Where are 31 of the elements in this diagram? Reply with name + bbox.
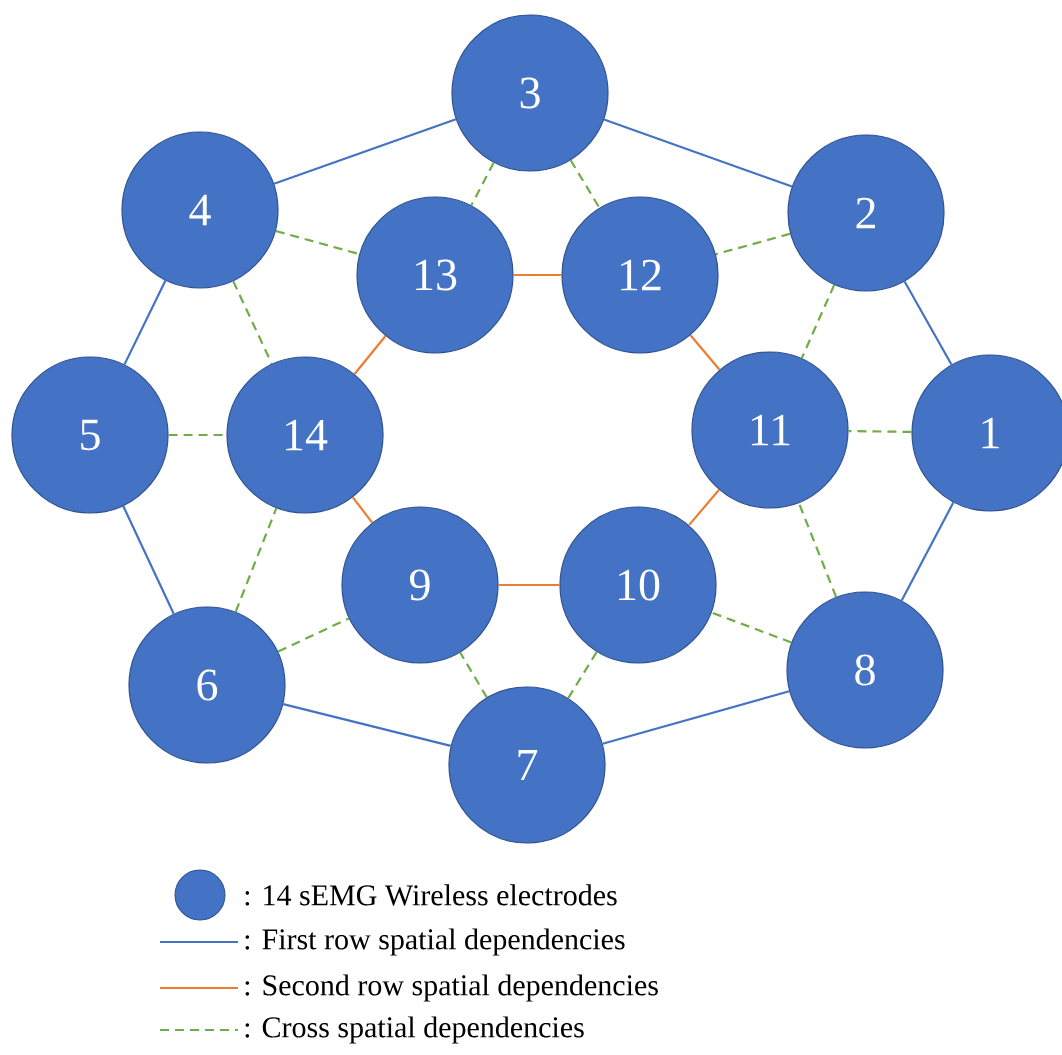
- connector-line: [232, 280, 273, 365]
- legend-text: : Cross spatial dependencies: [245, 1016, 584, 1044]
- connector-line: [711, 611, 792, 644]
- connector-line: [283, 703, 452, 747]
- connector-line: [569, 159, 601, 209]
- connector-line: [900, 502, 955, 601]
- connector-line: [689, 334, 721, 371]
- connector-line: [903, 280, 953, 366]
- connector-line: [234, 507, 278, 613]
- connector-line: [688, 489, 720, 526]
- connector-line: [797, 502, 838, 598]
- connector-line: [603, 118, 793, 188]
- connector-line: [715, 232, 791, 256]
- connector-line: [800, 284, 836, 359]
- connector-line: [353, 335, 387, 375]
- connector-line: [602, 690, 790, 745]
- legend-text: : Second row spatial dependencies: [245, 974, 658, 1002]
- connector-line: [123, 280, 167, 365]
- legend-text: : 14 sEMG Wireless electrodes: [245, 884, 617, 906]
- connector-line: [277, 617, 350, 653]
- connector-line: [470, 162, 495, 206]
- connector-line: [122, 505, 175, 615]
- connector-line: [351, 496, 374, 524]
- connector-line: [275, 229, 360, 256]
- connector-line: [459, 652, 488, 698]
- legend-text: : First row spatial dependencies: [245, 928, 625, 956]
- connector-line: [513, 273, 562, 277]
- connector-line: [567, 651, 598, 699]
- connector-line: [498, 583, 560, 587]
- connector-line: [848, 429, 912, 433]
- connector-line: [273, 118, 457, 185]
